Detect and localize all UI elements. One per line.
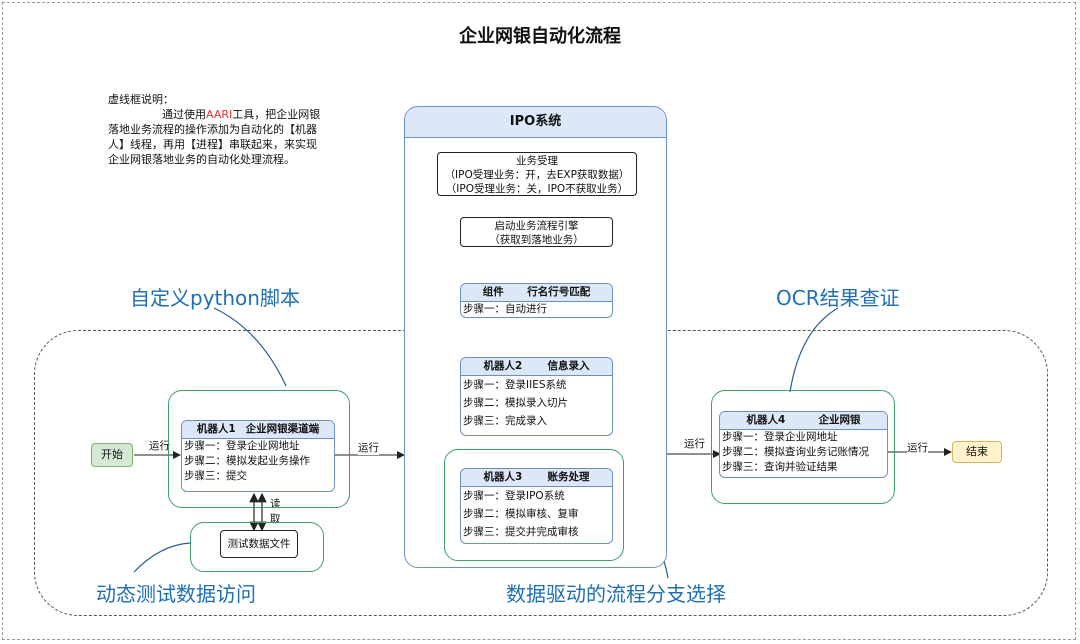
edge-label-run-3: 运行 (684, 436, 705, 451)
business-accept-on: （IPO受理业务：开，去EXP获取数据） (444, 169, 630, 181)
workflow-engine-title: 启动业务流程引擎 (494, 220, 579, 232)
edge-label-run-1: 运行 (149, 438, 170, 453)
robot3-role: 账务处理 (547, 471, 590, 483)
robot3-step-3: 步骤三：提交并完成审核 (463, 526, 579, 538)
robot1-name: 机器人1 (196, 423, 236, 435)
edge-label-read-1: 读 (270, 498, 281, 510)
edge-label-run-2: 运行 (358, 440, 379, 455)
robot1-step-1: 步骤一：登录企业网地址 (184, 440, 300, 452)
robot4-card[interactable]: 机器人4 企业网银 步骤一：登录企业网地址 步骤二：模拟查询业务记账情况 步骤三：… (719, 411, 888, 478)
robot1-step-3: 步骤三：提交 (184, 470, 247, 482)
component-name: 组件 (482, 286, 504, 298)
business-accept-title: 业务受理 (516, 155, 558, 167)
robot3-card[interactable]: 机器人3 账务处理 步骤一：登录IPO系统 步骤二：模拟审核、复审 步骤三：提交并… (460, 468, 613, 544)
python-callout: 自定义python脚本 (130, 286, 300, 310)
note-line-3: 人】线程，再用【进程】串联起来，来实现 (108, 138, 317, 151)
component-card[interactable]: 组件 行名行号匹配 步骤一：自动进行 (460, 283, 613, 318)
workflow-engine-sub: （获取到落地业务） (489, 234, 584, 246)
workflow-engine-node[interactable]: 启动业务流程引擎 （获取到落地业务） (460, 217, 613, 247)
robot4-step-3: 步骤三：查询并验证结果 (722, 461, 838, 473)
dynamic-data-callout-line (133, 542, 191, 573)
robot2-name: 机器人2 (483, 360, 523, 372)
robot1-step-2: 步骤二：模拟发起业务操作 (184, 455, 310, 467)
note-line-2: 落地业务流程的操作添加为自动化的【机器 (108, 123, 317, 136)
note-heading: 虚线框说明： (108, 93, 174, 106)
test-data-file-node[interactable]: 测试数据文件 (220, 530, 298, 558)
business-accept-off: （IPO受理业务：关，IPO不获取业务） (445, 183, 629, 195)
end-node[interactable]: 结束 (952, 441, 1002, 463)
component-step-1: 步骤一：自动进行 (463, 303, 547, 315)
note-line-4: 企业网银落地业务的自动化处理流程。 (108, 153, 295, 166)
robot4-step-2: 步骤二：模拟查询业务记账情况 (722, 446, 869, 458)
robot1-card[interactable]: 机器人1 企业网银渠道端 步骤一：登录企业网地址 步骤二：模拟发起业务操作 步骤三… (181, 420, 335, 492)
diagram-title: 企业网银自动化流程 (459, 26, 621, 47)
robot1-role: 企业网银渠道端 (245, 423, 320, 435)
robot2-step-1: 步骤一：登录IIES系统 (463, 379, 567, 391)
robot3-step-2: 步骤二：模拟审核、复审 (463, 508, 579, 520)
robot4-role: 企业网银 (818, 414, 861, 426)
robot2-step-2: 步骤二：模拟录入切片 (463, 397, 568, 409)
edge-label-run-4: 运行 (907, 440, 928, 455)
business-accept-node[interactable]: 业务受理 （IPO受理业务：开，去EXP获取数据） （IPO受理业务：关，IPO… (437, 152, 637, 196)
dashed-box-note: 虚线框说明： 通过使用AARI工具，把企业网银 落地业务流程的操作添加为自动化的… (108, 92, 326, 167)
python-callout-line (213, 307, 287, 387)
ipo-system-title: IPO系统 (405, 107, 666, 138)
robot3-branch-frame (444, 449, 624, 561)
robot2-role: 信息录入 (547, 360, 590, 372)
ocr-callout: OCR结果查证 (776, 286, 900, 310)
robot4-name: 机器人4 (746, 414, 786, 426)
robot1-python-frame (168, 390, 350, 508)
data-driven-callout: 数据驱动的流程分支选择 (506, 582, 726, 606)
robot2-card[interactable]: 机器人2 信息录入 步骤一：登录IIES系统 步骤二：模拟录入切片 步骤三：完成录… (460, 357, 613, 436)
note-line-1: 通过使用AARI工具，把企业网银 (162, 108, 321, 121)
robot3-step-1: 步骤一：登录IPO系统 (463, 490, 565, 502)
robot2-step-3: 步骤三：完成录入 (463, 415, 547, 427)
component-role: 行名行号匹配 (527, 286, 591, 298)
test-data-frame (190, 522, 324, 572)
dynamic-data-callout: 动态测试数据访问 (96, 582, 256, 606)
aari-highlight: AARI (206, 108, 233, 121)
robot4-ocr-frame (711, 390, 895, 504)
robot3-name: 机器人3 (483, 471, 523, 483)
robot4-step-1: 步骤一：登录企业网地址 (722, 431, 838, 443)
edge-label-read-2: 取 (270, 513, 281, 525)
ocr-callout-line (789, 307, 839, 393)
start-node[interactable]: 开始 (91, 443, 133, 467)
